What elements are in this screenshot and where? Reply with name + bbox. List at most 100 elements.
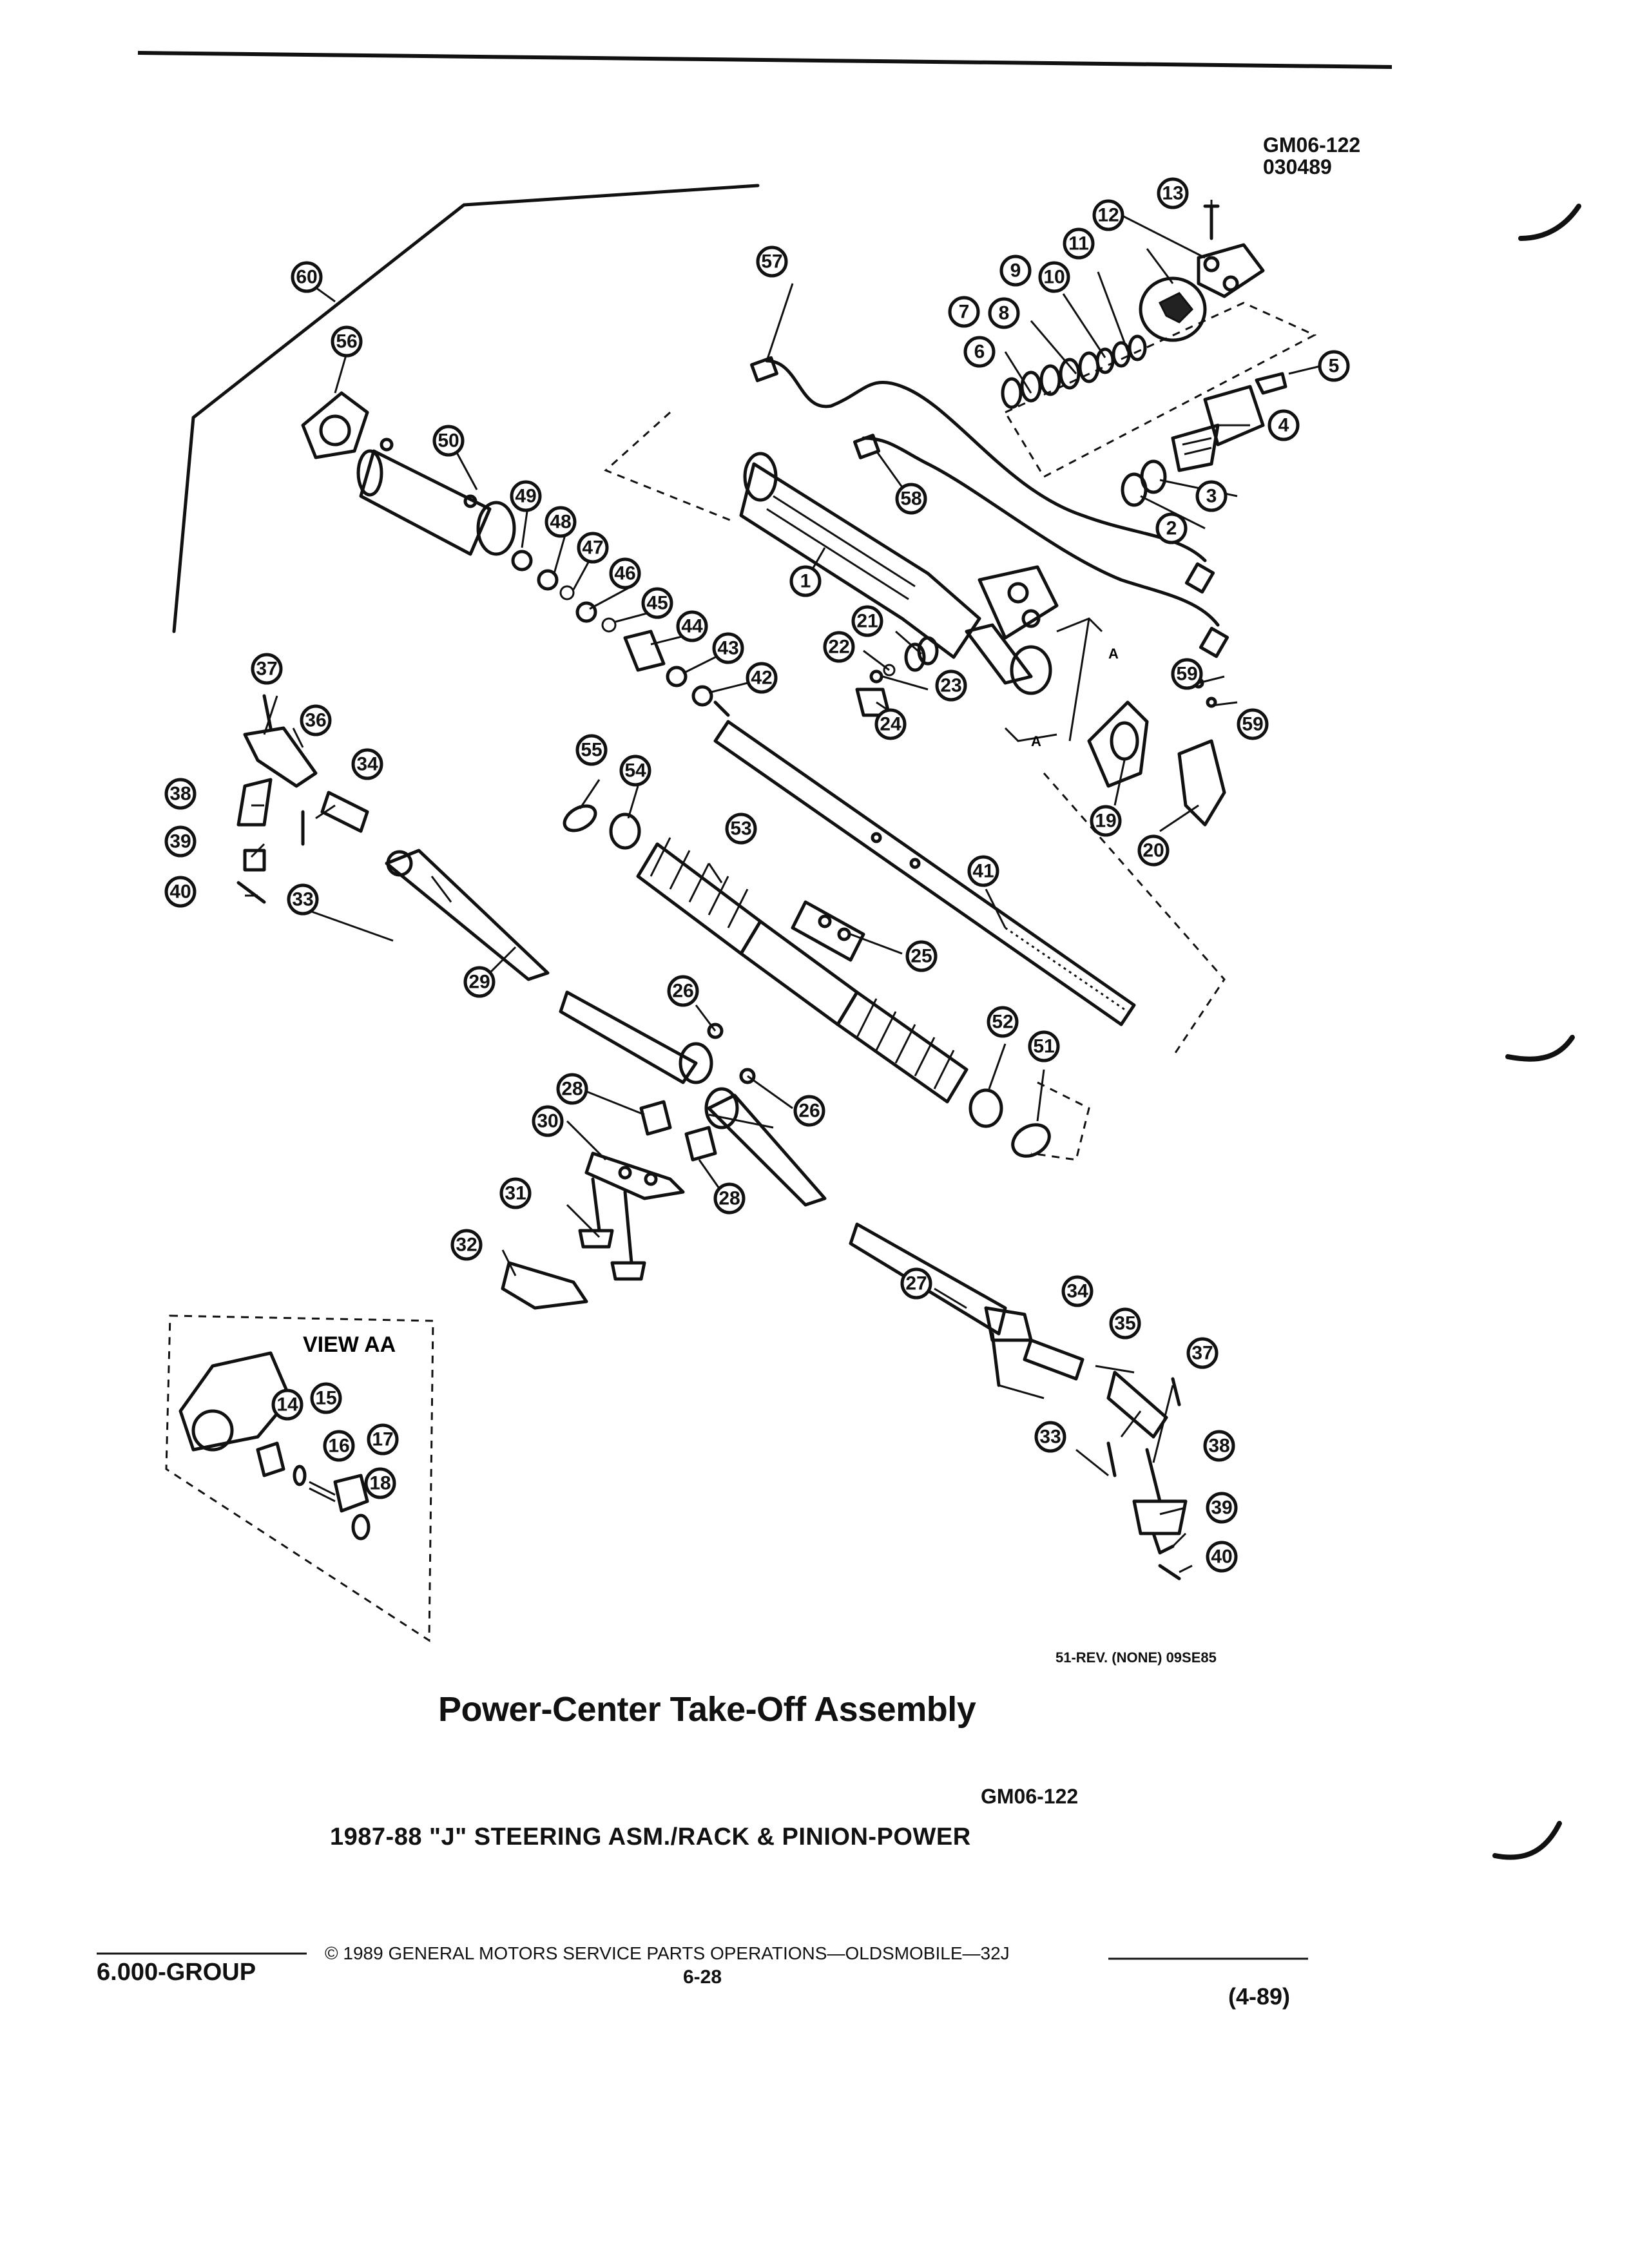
svg-text:5: 5 [1329, 356, 1340, 377]
svg-text:39: 39 [169, 831, 191, 852]
callout-51: 51 [1028, 1030, 1060, 1062]
callout-39-left: 39 [164, 825, 197, 858]
callout-23: 23 [935, 669, 967, 702]
callout-59-lower: 59 [1237, 708, 1269, 740]
callout-43: 43 [712, 632, 744, 664]
svg-text:3: 3 [1206, 486, 1217, 507]
group-bracket-41 [604, 411, 1226, 1057]
callout-21: 21 [851, 605, 883, 637]
top-rule [137, 51, 1393, 69]
svg-text:60: 60 [296, 267, 317, 288]
callout-38-left: 38 [164, 778, 197, 810]
callout-27: 27 [900, 1267, 932, 1300]
callout-47: 47 [577, 532, 609, 564]
callout-20: 20 [1137, 834, 1170, 867]
callout-29: 29 [463, 966, 496, 998]
callout-41: 41 [967, 855, 999, 887]
section-marker-a-bottom: A [1031, 733, 1041, 749]
svg-text:58: 58 [900, 488, 921, 510]
callout-34-right: 34 [1061, 1275, 1094, 1307]
callout-18: 18 [364, 1467, 396, 1499]
part-29-tie-rod [385, 849, 550, 981]
part-20-cover [1177, 739, 1226, 827]
callout-31: 31 [499, 1177, 532, 1209]
footer-revision: (4-89) [1228, 1983, 1291, 2010]
bracket-60-outline [172, 184, 760, 633]
inner-rods-26 [559, 990, 827, 1207]
footer-page-number: 6-28 [683, 1966, 722, 1988]
svg-text:48: 48 [550, 512, 571, 533]
callout-42: 42 [746, 662, 778, 694]
leader-lines [245, 200, 1322, 1573]
callout-35: 35 [1109, 1307, 1141, 1340]
callout-12: 12 [1092, 199, 1124, 231]
right-tie-rod-end [990, 1332, 1188, 1581]
svg-text:24: 24 [880, 714, 901, 735]
svg-text:55: 55 [581, 740, 602, 761]
svg-text:59: 59 [1176, 664, 1197, 685]
part-25-lock [791, 900, 865, 962]
binding-mark-2 [1505, 1035, 1575, 1062]
part-57-line [765, 359, 1207, 562]
callout-9: 9 [999, 255, 1032, 287]
group-bracket-4 [1003, 302, 1317, 478]
svg-text:11: 11 [1068, 233, 1089, 255]
svg-text:19: 19 [1095, 811, 1116, 832]
svg-text:36: 36 [305, 710, 326, 731]
svg-text:1: 1 [800, 571, 811, 592]
inner-seals-42-49 [511, 550, 730, 717]
callout-37-left: 37 [251, 653, 283, 685]
svg-text:28: 28 [561, 1079, 583, 1100]
caption-subtitle: 1987-88 "J" STEERING ASM./RACK & PINION-… [330, 1823, 971, 1850]
svg-text:10: 10 [1043, 267, 1065, 288]
callout-38-right: 38 [1203, 1430, 1235, 1462]
callout-26-upper: 26 [667, 975, 699, 1007]
svg-text:28: 28 [718, 1188, 740, 1209]
svg-text:27: 27 [905, 1273, 927, 1294]
callout-56: 56 [331, 325, 363, 358]
svg-text:50: 50 [438, 430, 459, 452]
svg-text:15: 15 [315, 1388, 336, 1409]
callout-19: 19 [1090, 805, 1122, 837]
callout-22: 22 [823, 631, 855, 663]
callout-33-right: 33 [1034, 1421, 1066, 1453]
view-aa-frame [165, 1314, 434, 1642]
svg-text:13: 13 [1162, 183, 1183, 204]
part-53-boot [636, 837, 969, 1104]
callout-26-lower: 26 [793, 1095, 825, 1127]
callouts: 1 2 3 4 5 6 7 8 9 10 11 12 13 14 15 16 1… [164, 177, 1350, 1573]
svg-text:17: 17 [372, 1429, 393, 1450]
svg-text:51: 51 [1033, 1036, 1054, 1057]
svg-text:41: 41 [972, 861, 994, 882]
callout-40-right: 40 [1206, 1541, 1238, 1573]
part-56-mount [301, 391, 369, 459]
svg-text:4: 4 [1278, 415, 1289, 436]
callout-58: 58 [895, 483, 927, 515]
svg-text:40: 40 [1211, 1546, 1232, 1568]
callout-28-lower: 28 [713, 1182, 746, 1215]
svg-text:9: 9 [1010, 260, 1021, 282]
callout-60: 60 [291, 261, 323, 293]
callout-54: 54 [619, 754, 651, 787]
view-aa-parts [178, 1351, 371, 1541]
svg-text:26: 26 [798, 1100, 820, 1122]
svg-text:35: 35 [1114, 1313, 1135, 1334]
svg-text:21: 21 [856, 611, 878, 632]
svg-text:37: 37 [1191, 1343, 1213, 1364]
callout-48: 48 [545, 506, 577, 538]
svg-text:32: 32 [456, 1235, 477, 1256]
svg-text:53: 53 [730, 818, 751, 840]
parts-21-24 [855, 636, 939, 717]
callout-45: 45 [641, 587, 673, 619]
callout-33-extra: 33 [1052, 1436, 1074, 1457]
svg-text:34: 34 [1066, 1281, 1088, 1302]
callout-5: 5 [1318, 350, 1350, 382]
svg-text:39: 39 [1211, 1497, 1232, 1519]
svg-text:47: 47 [582, 537, 603, 559]
callout-36: 36 [300, 704, 332, 736]
svg-text:8: 8 [999, 303, 1010, 324]
part-4-pinion [1171, 372, 1287, 472]
callout-8: 8 [988, 297, 1020, 329]
